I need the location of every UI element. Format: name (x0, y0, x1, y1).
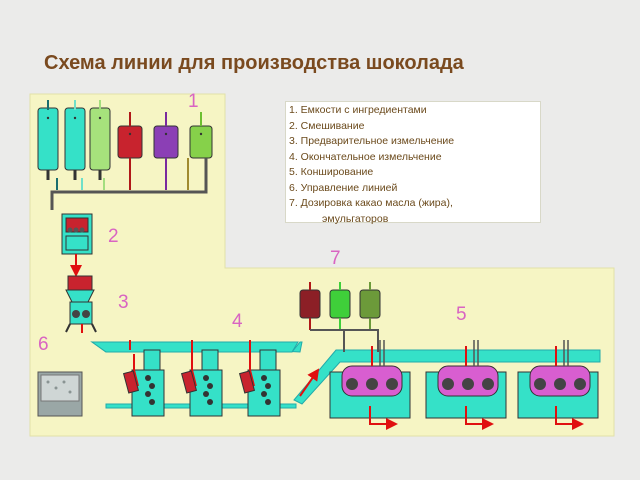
legend-item-7: 7. Дозировка какао масла (жира), (289, 197, 453, 209)
legend-item-2: 2. Смешивание (289, 119, 365, 132)
legend-item-6: 6. Управление линией (289, 181, 398, 194)
station-number-3: 3 (118, 292, 129, 313)
station-number-1: 1 (188, 91, 199, 112)
control-cabinet (37, 371, 83, 417)
station-number-7: 7 (330, 248, 341, 269)
legend-item-1: 1. Емкости с ингредиентами (289, 104, 427, 116)
station-number-6: 6 (38, 334, 49, 355)
legend: 1. Емкости с ингредиентами 2. Смешивание… (285, 101, 541, 225)
fine-grinders (122, 340, 281, 417)
mixer (61, 213, 93, 277)
station-number-2: 2 (108, 226, 119, 247)
legend-item-4: 4. Окончательное измельчение (289, 150, 442, 163)
diagram-title: Схема линии для производства шоколада (44, 52, 464, 74)
station-number-4: 4 (232, 311, 243, 332)
conches (329, 340, 599, 430)
dosing-tanks (299, 282, 381, 352)
legend-item-3: 3. Предварительное измельчение (289, 135, 455, 147)
ingredient-tanks (37, 100, 213, 210)
legend-item-7-continuation: эмульгаторов (322, 212, 389, 225)
station-number-5: 5 (456, 304, 467, 325)
pre-grinder (65, 275, 97, 333)
legend-item-5: 5. Конширование (289, 166, 374, 178)
